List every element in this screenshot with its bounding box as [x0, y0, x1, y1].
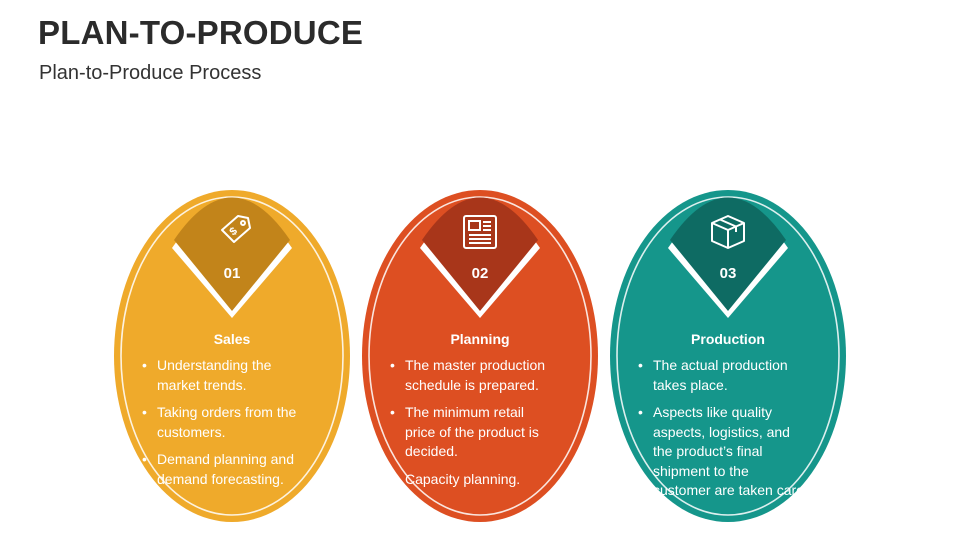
list-item: Taking orders from the customers. [142, 403, 310, 442]
step-heading: Planning [450, 331, 510, 347]
step-heading: Production [691, 331, 765, 347]
list-item: Capacity planning. [390, 470, 558, 490]
list-item: Aspects like quality aspects, logistics,… [638, 403, 806, 520]
step-number: 01 [223, 265, 241, 282]
list-item: The actual production takes place. [638, 356, 806, 395]
step-bullet-list: The master production schedule is prepar… [390, 356, 558, 497]
step-card-production: 03 Production The actual production take… [608, 100, 848, 522]
list-item: The master production schedule is prepar… [390, 356, 558, 395]
page-subtitle: Plan-to-Produce Process [39, 62, 262, 84]
list-item: Understanding the market trends. [142, 356, 310, 395]
box-icon [708, 210, 748, 254]
step-bullet-list: Understanding the market trends. Taking … [142, 356, 310, 497]
list-item: Demand planning and demand forecasting. [142, 450, 310, 489]
step-card-planning: 02 Planning The master production schedu… [360, 100, 600, 522]
step-number: 03 [719, 265, 737, 282]
list-item: The minimum retail price of the product … [390, 403, 558, 462]
step-number: 02 [471, 265, 489, 282]
step-heading: Sales [213, 331, 251, 347]
page-title: PLAN-TO-PRODUCE [38, 14, 364, 51]
step-bullet-list: The actual production takes place. Aspec… [638, 356, 806, 528]
price-tag-icon: $ [212, 210, 252, 254]
step-card-sales: $ 01 Sales Understanding the market tren… [112, 100, 352, 522]
newspaper-icon [460, 210, 500, 254]
